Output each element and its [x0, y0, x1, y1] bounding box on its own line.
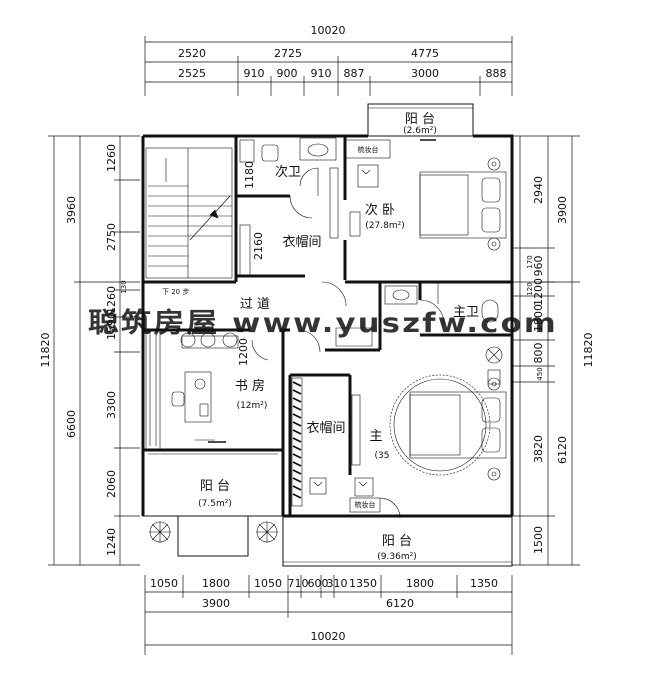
room-balcony-left: 阳 台: [200, 479, 230, 494]
dim-left-in-1: 2750: [105, 223, 118, 251]
room-bedroom2-area: (27.8m²): [365, 221, 404, 231]
dim-bot-r1-7: 1800: [406, 577, 434, 590]
room-master-bath: 主卫: [453, 305, 479, 320]
dim-bot-r1-0: 1050: [150, 577, 178, 590]
dimension-lines: [48, 36, 580, 655]
dim-top-r2-4: 887: [344, 67, 365, 80]
dim-top-r1-2: 4775: [411, 47, 439, 60]
dim-bot-r1-3: 710: [288, 577, 309, 590]
dim-right-in-6: 3820: [532, 435, 545, 463]
dim-right-in-2: 1200: [532, 278, 545, 306]
dim-right-extra-1: 170: [526, 255, 534, 268]
dim-right-total: 11820: [582, 333, 595, 368]
dim-right-in-4: 800: [532, 343, 545, 364]
dim-top-r2-3: 910: [311, 67, 332, 80]
room-closet-master: 衣帽间: [306, 420, 345, 436]
dim-right-mid-0: 3900: [556, 196, 569, 224]
dim-left-in-2: 1260: [105, 286, 118, 314]
dim-right-in-3: 1800: [532, 304, 545, 332]
dim-bot-r1-6: 1350: [349, 577, 377, 590]
dim-bot-r1-5: 310: [327, 577, 348, 590]
dim-bot-r1-2: 1050: [254, 577, 282, 590]
dim-right-extra-0: 120: [526, 282, 534, 295]
dim-top-r2-5: 3000: [411, 67, 439, 80]
dim-top-r2-2: 900: [277, 67, 298, 80]
dim-right-in-5: 450: [536, 367, 544, 380]
room-master-area: (35: [375, 451, 390, 461]
label-vanity-1: 梳妆台: [358, 145, 379, 154]
watermark: 聪筑房屋 www.yuszfw.com: [88, 307, 558, 339]
dim-bot-total: 10020: [311, 630, 346, 643]
dim-left-in-7: 1240: [105, 528, 118, 556]
room-master: 主: [369, 429, 382, 444]
dim-top-r2-0: 2525: [178, 67, 206, 80]
staircase: [145, 147, 233, 279]
room-bedroom2: 次 卧: [365, 202, 395, 218]
dim-right-in-7: 1500: [532, 526, 545, 554]
room-balcony-right-area: (9.36m²): [377, 552, 416, 562]
dim-bot-r1-4: 600: [308, 577, 329, 590]
dim-left-extra-1: 2160: [252, 232, 265, 260]
stair-note: 下 20 步: [162, 288, 189, 296]
dim-right-in-0: 2940: [532, 176, 545, 204]
dim-left-in-0: 1260: [105, 144, 118, 172]
dim-top-r1-1: 2725: [274, 47, 302, 60]
dim-top-r1-0: 2520: [178, 47, 206, 60]
dim-left-in-5: 3300: [105, 391, 118, 419]
dim-left-extra-0: 1180: [243, 161, 256, 189]
room-balcony-top-area: (2.6m²): [403, 126, 437, 136]
dim-right-in-1: 960: [532, 256, 545, 277]
walls: [141, 103, 514, 567]
dim-top-r2-1: 910: [244, 67, 265, 80]
dim-left-extra-2: 130: [120, 280, 128, 293]
dim-left-total: 11820: [39, 333, 52, 368]
room-study-area: (12m²): [237, 401, 268, 411]
label-vanity-2: 梳妆台: [355, 500, 376, 509]
room-bath2: 次卫: [275, 164, 301, 180]
room-closet2: 衣帽间: [282, 234, 321, 250]
dim-bot-r2-0: 3900: [202, 597, 230, 610]
dim-left-mid-1: 6600: [65, 410, 78, 438]
room-balcony-right: 阳 台: [382, 534, 412, 549]
dim-bot-r1-8: 1350: [470, 577, 498, 590]
dim-right-mid-1: 6120: [556, 436, 569, 464]
dim-left-mid-0: 3960: [65, 196, 78, 224]
room-study: 书 房: [235, 378, 265, 394]
dim-left-in-3: 1590: [105, 312, 118, 340]
dim-bot-r2-1: 6120: [386, 597, 414, 610]
room-balcony-left-area: (7.5m²): [198, 499, 232, 509]
dim-left-in-4: 1200: [237, 338, 250, 366]
dim-left-in-6: 2060: [105, 470, 118, 498]
dim-bot-r1-1: 1800: [202, 577, 230, 590]
dim-top-r2-6: 888: [486, 67, 507, 80]
fixtures: [145, 137, 507, 543]
room-hall: 过 道: [240, 297, 270, 312]
dim-top-total: 10020: [311, 24, 346, 37]
room-balcony-top: 阳 台: [405, 112, 435, 127]
